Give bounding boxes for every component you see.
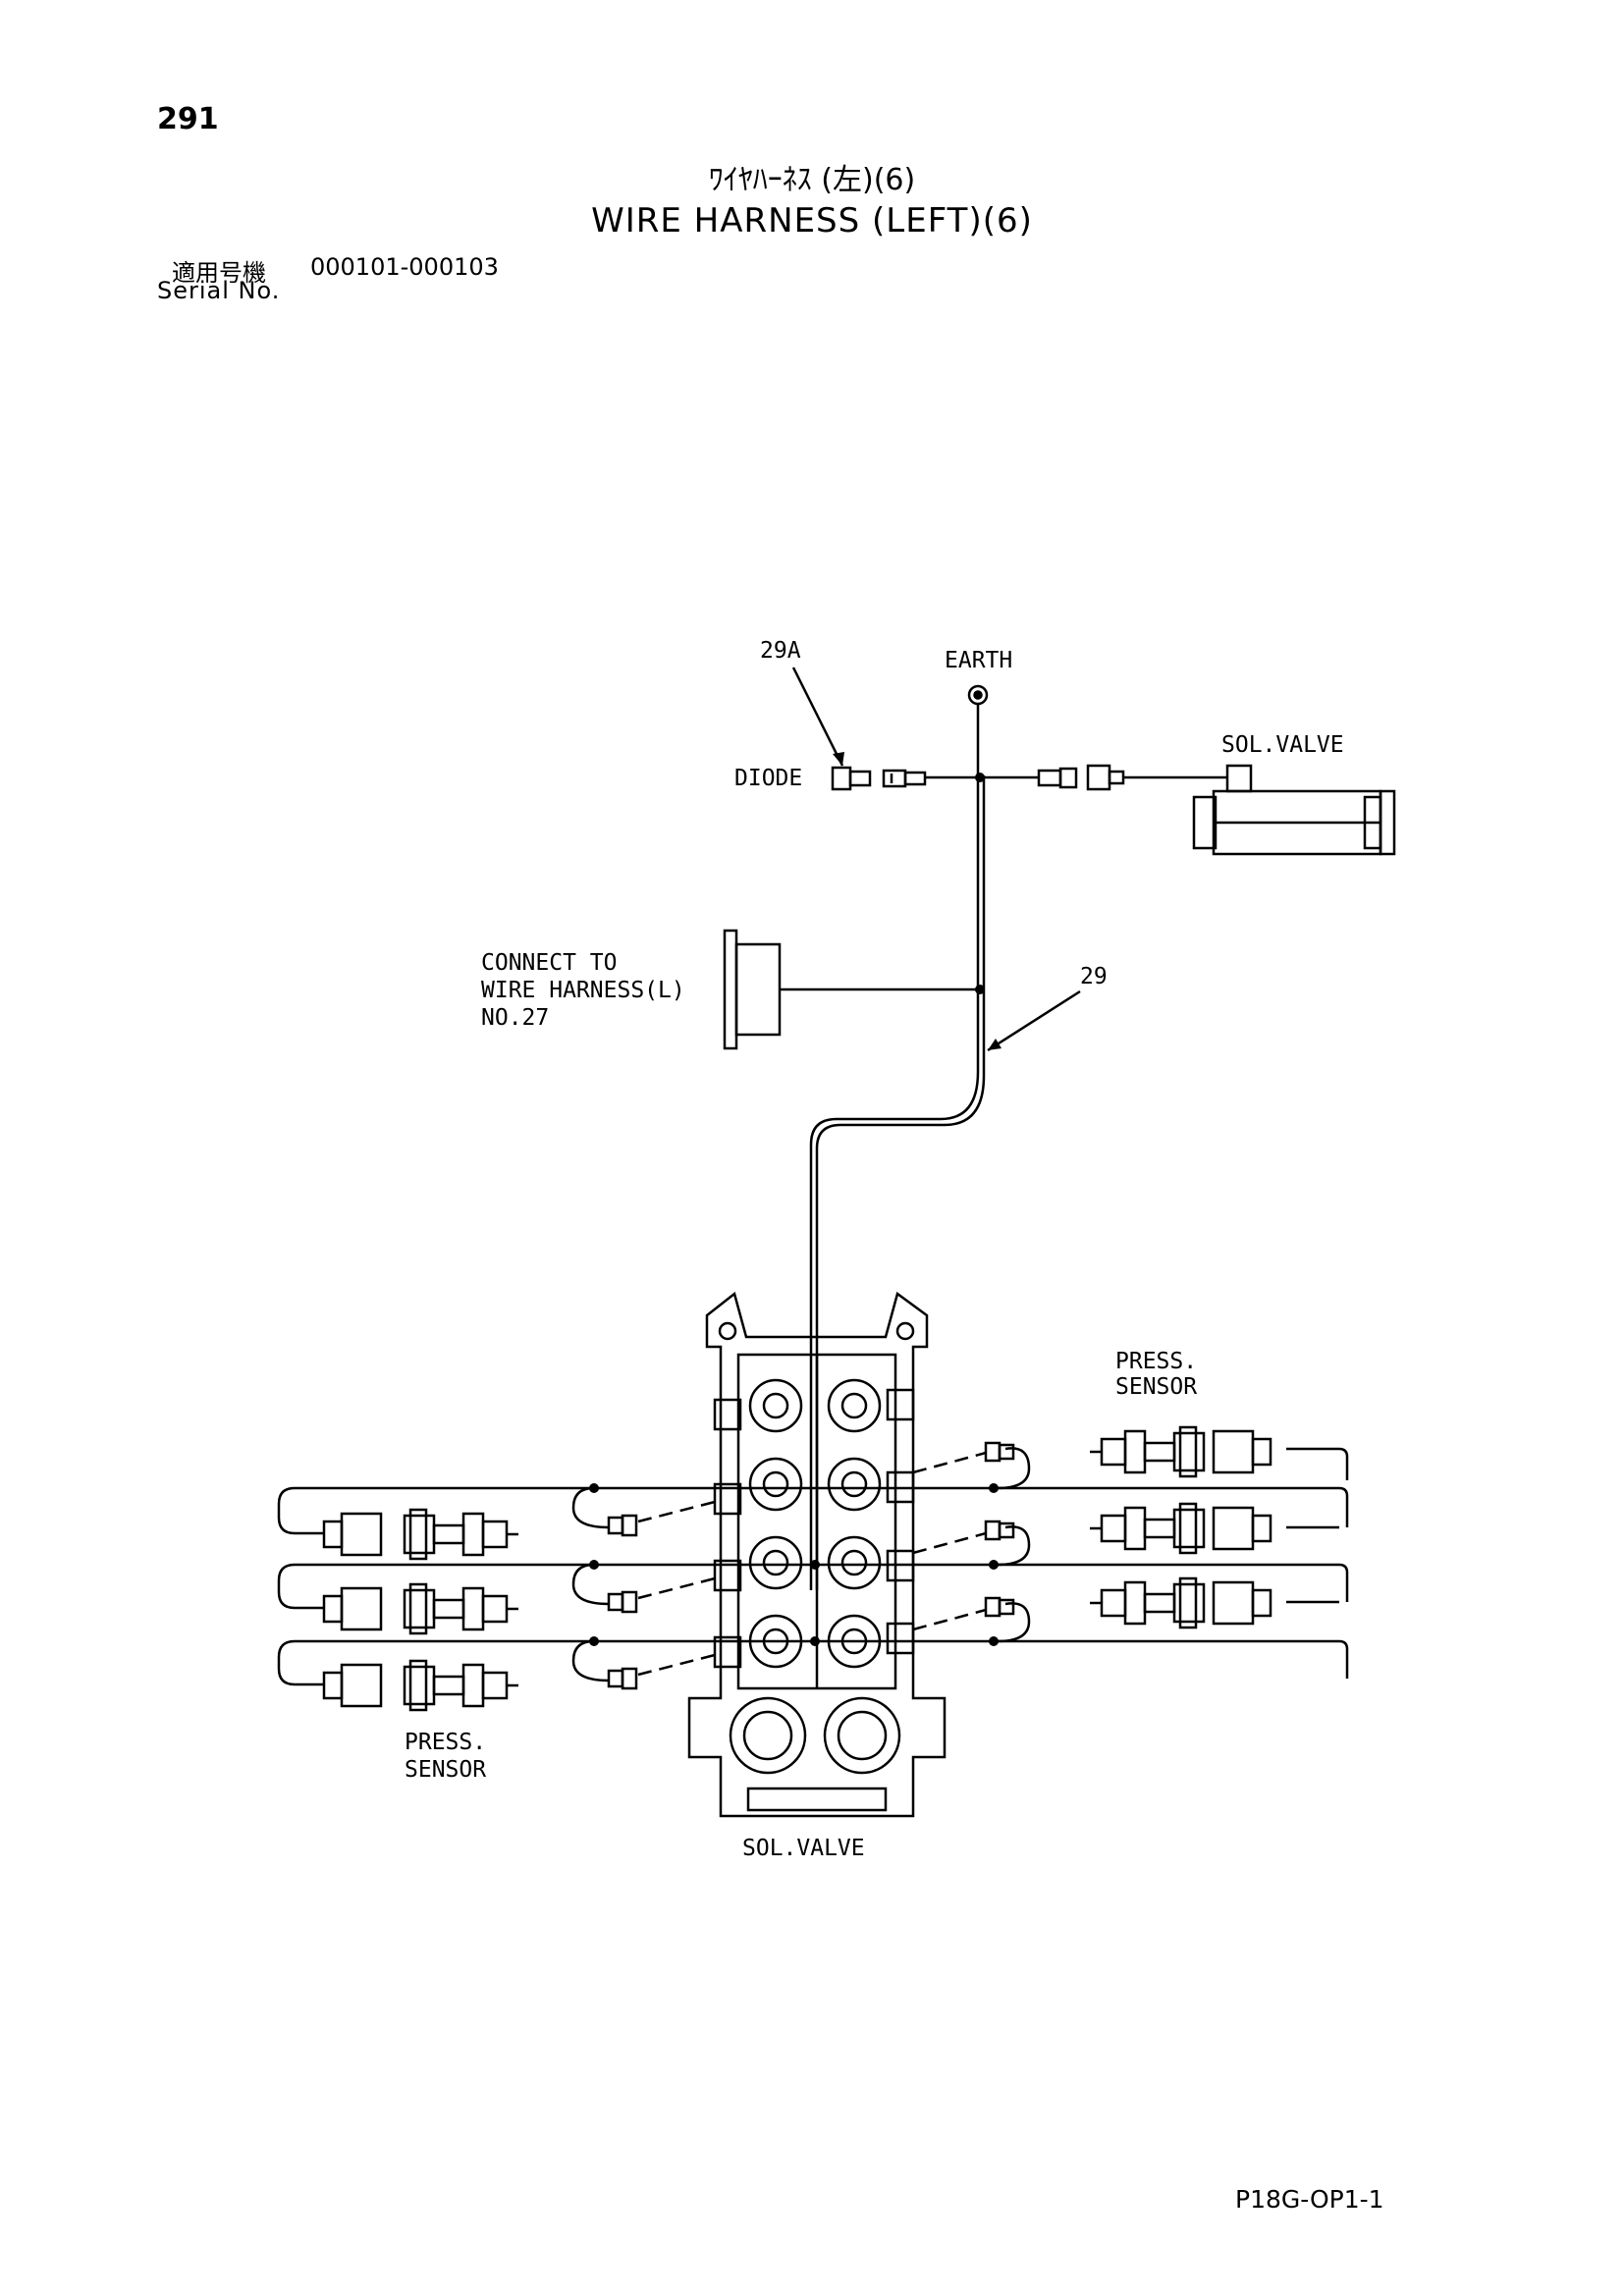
- label-29: 29: [1080, 964, 1108, 989]
- label-connect-line1: CONNECT TO: [481, 950, 617, 976]
- valve-plug-connector: [1037, 764, 1155, 791]
- left-sensor-harness: [277, 1483, 1349, 1690]
- label-press-sensor-left-1: PRESS.: [405, 1730, 486, 1755]
- valve-plug-heads: [713, 1388, 915, 1669]
- page-number: 291: [157, 102, 219, 136]
- label-connect-line2: WIRE HARNESS(L): [481, 978, 685, 1003]
- title-english: WIRE HARNESS (LEFT)(6): [591, 201, 1033, 240]
- main-harness-wire-2: [815, 775, 986, 1590]
- solenoid-valve-top: [1192, 764, 1396, 856]
- label-press-sensor-left-2: SENSOR: [405, 1757, 486, 1783]
- label-earth: EARTH: [945, 648, 1012, 673]
- left-pressure-sensors: [322, 1508, 518, 1712]
- earth-terminal: [967, 684, 989, 775]
- label-sol-valve-top: SOL.VALVE: [1221, 732, 1344, 758]
- label-diode: DIODE: [734, 766, 802, 791]
- right-sensor-harness: [912, 1441, 1349, 1646]
- valve-spools: [748, 1378, 882, 1669]
- serial-range: 000101-000103: [310, 253, 499, 281]
- solenoid-valve-block: [687, 1291, 947, 1818]
- label-press-sensor-right-2: SENSOR: [1115, 1374, 1197, 1400]
- title-japanese: ﾜｲﾔﾊｰﾈｽ (左)(6): [708, 163, 916, 197]
- serial-label-english: Serial No.: [157, 277, 281, 304]
- connector-to-harness-27: [723, 929, 985, 1050]
- label-sol-valve-bottom: SOL.VALVE: [742, 1836, 865, 1861]
- leader-29: [987, 989, 1081, 1052]
- serial-label-japanese: 適用号機: [172, 259, 266, 287]
- label-press-sensor-right-1: PRESS.: [1115, 1349, 1197, 1374]
- leader-29a: [791, 667, 844, 767]
- drawing-code: P18G-OP1-1: [1235, 2185, 1384, 2214]
- diode-connector: [831, 766, 927, 791]
- label-29a: 29A: [760, 638, 801, 664]
- main-harness-wire: [809, 775, 980, 1590]
- right-pressure-sensors: [1090, 1425, 1272, 1629]
- label-connect-line3: NO.27: [481, 1005, 549, 1031]
